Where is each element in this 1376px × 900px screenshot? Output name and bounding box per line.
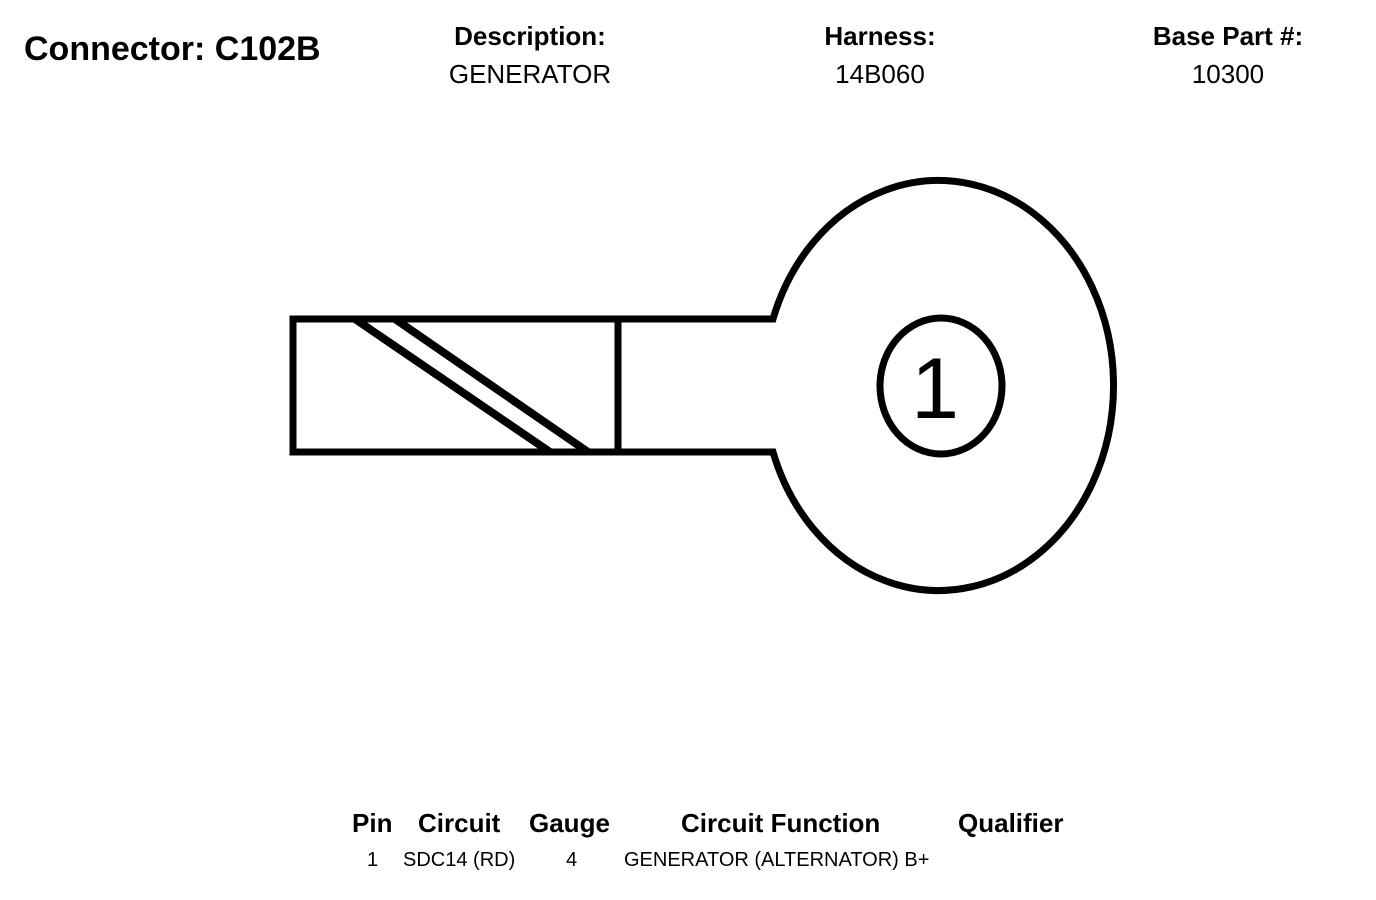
pin-cell: 1 <box>367 849 379 871</box>
pin-header: Pin <box>352 808 393 838</box>
gauge-cell: 4 <box>566 849 578 871</box>
base-part-value: 10300 <box>1191 59 1265 89</box>
connector-title: Connector: C102B <box>24 30 321 68</box>
barrel-seam-line-1 <box>352 315 553 456</box>
base-part-label: Base Part #: <box>1152 21 1304 51</box>
circuit-header: Circuit <box>418 808 501 838</box>
circuit-cell: SDC14 (RD) <box>403 849 516 871</box>
harness-label: Harness: <box>824 21 936 51</box>
circuit-function-cell: GENERATOR (ALTERNATOR) B+ <box>624 849 930 871</box>
pin-number-label: 1 <box>911 341 959 437</box>
description-label: Description: <box>454 21 606 51</box>
crimp-barrel <box>289 315 622 456</box>
pin-circle <box>876 314 1006 458</box>
terminal-ring <box>618 177 1117 594</box>
qualifier-header: Qualifier <box>958 808 1064 838</box>
harness-value: 14B060 <box>835 59 925 89</box>
description-value: GENERATOR <box>448 59 612 89</box>
barrel-seam-line-2 <box>392 315 591 456</box>
harness-block: Harness: 14B060 <box>750 20 1010 96</box>
circuit-function-header: Circuit Function <box>681 808 881 838</box>
description-block: Description: GENERATOR <box>400 20 660 96</box>
gauge-header: Gauge <box>529 808 610 838</box>
base-part-block: Base Part #: 10300 <box>1098 20 1358 96</box>
